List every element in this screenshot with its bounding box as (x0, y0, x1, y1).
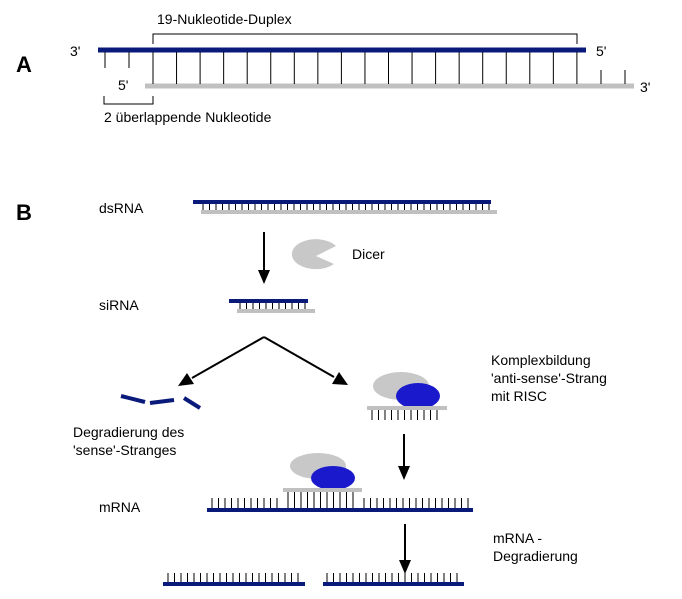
sirna-base-pairs (239, 303, 306, 309)
arrow-left-shaft (191, 336, 265, 379)
label-mrna: mRNA (99, 499, 141, 515)
mrna-fragment-bases (167, 573, 458, 582)
panel-b-letter: B (16, 200, 32, 225)
label-sirna: siRNA (99, 297, 139, 313)
overhang-label: 2 überlappende Nukleotide (104, 109, 272, 125)
risc-bound-blue-shape (311, 466, 355, 490)
label-mrna-degradation-1: mRNA - (493, 530, 542, 546)
sense-fragment-2 (149, 398, 175, 405)
arrow-binding-head (398, 466, 410, 480)
arrow-dicing-head (258, 270, 270, 284)
overhang-bracket (103, 96, 154, 105)
arrow-left-head (178, 373, 194, 386)
label-bottom-5prime: 5' (118, 77, 128, 93)
label-complex-3: mit RISC (491, 388, 547, 404)
label-degradation-sense-1: Degradierung des (73, 424, 184, 440)
label-complex-1: Komplexbildung (491, 352, 591, 368)
panel-a-letter: A (16, 52, 32, 77)
risc-antisense-bases (371, 410, 438, 420)
arrow-right-head (332, 372, 348, 385)
label-dicer: Dicer (352, 246, 385, 262)
duplex-bracket (152, 33, 578, 44)
base-pairs-a (104, 52, 626, 84)
risc-blue-shape (396, 383, 440, 409)
arrow-right-shaft (263, 336, 335, 378)
sense-fragment-3 (182, 396, 202, 410)
label-bottom-3prime: 3' (640, 79, 650, 95)
risc-bound-bases (287, 492, 354, 508)
label-mrna-degradation-2: Degradierung (493, 548, 578, 564)
duplex-label: 19-Nukleotide-Duplex (157, 11, 292, 27)
label-top-5prime: 5' (596, 43, 606, 59)
label-complex-2: 'anti-sense'-Strang (491, 370, 607, 386)
label-degradation-sense-2: 'sense'-Stranges (73, 442, 176, 458)
arrow-cleavage-head (399, 560, 411, 574)
dicer-shape (291, 239, 336, 270)
label-dsrna: dsRNA (99, 200, 144, 216)
dsrna-base-pairs (202, 204, 490, 210)
label-top-3prime: 3' (70, 43, 80, 59)
mrna-bases (211, 498, 469, 508)
sense-fragment-1 (120, 394, 146, 404)
